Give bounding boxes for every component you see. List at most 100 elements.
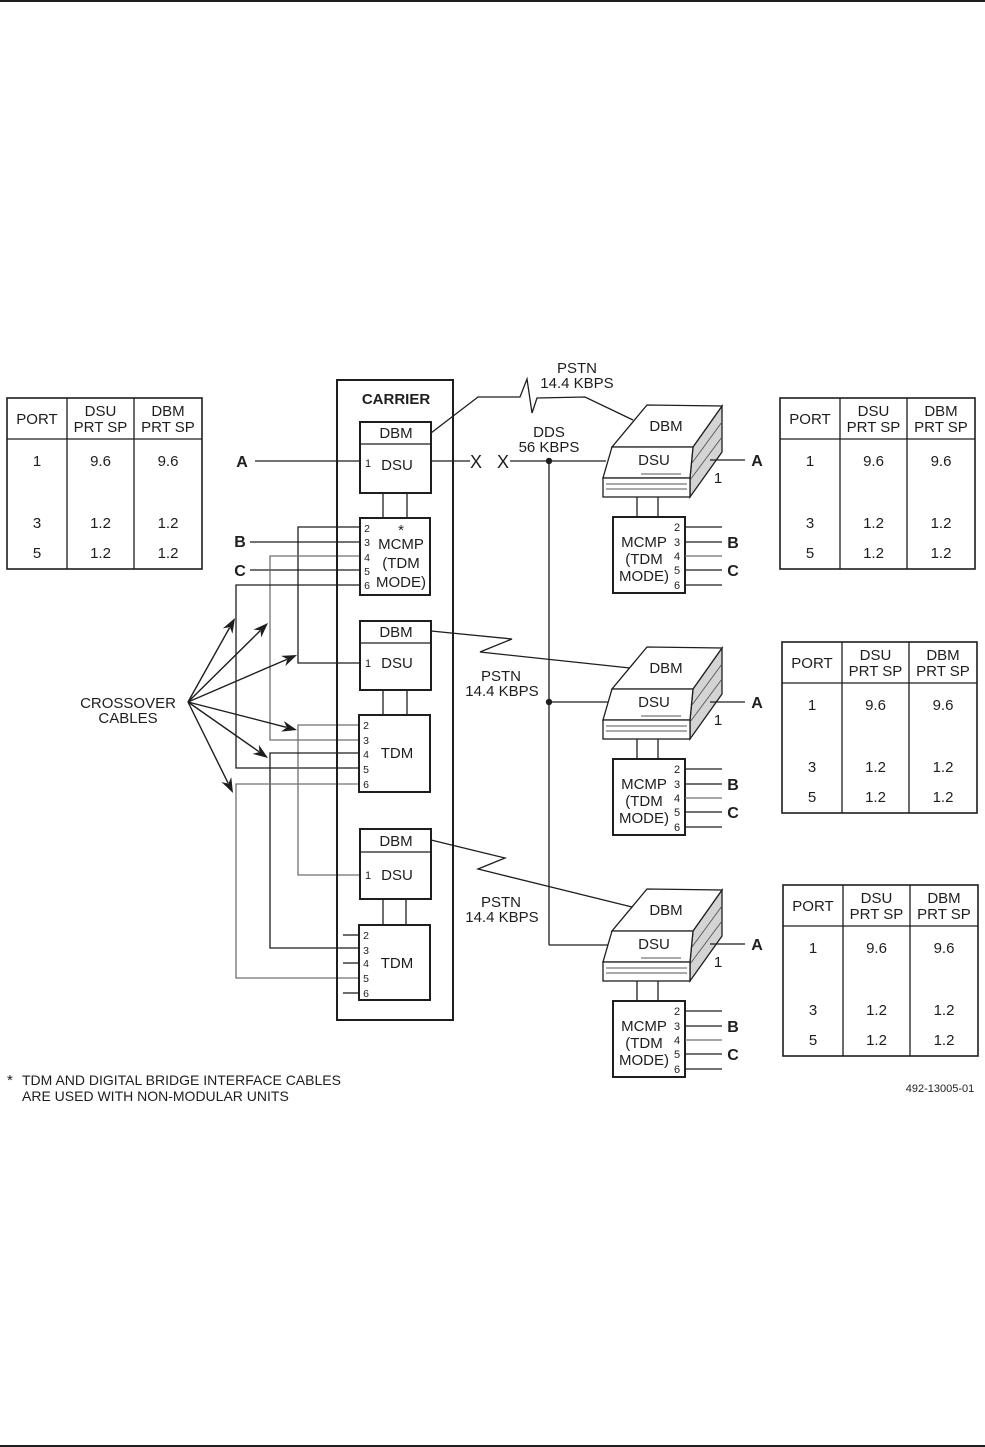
- cell-port: 5: [809, 1032, 817, 1049]
- header-dsu-sub: PRT SP: [849, 663, 903, 680]
- carrier-dbm-dsu-unit-3: DBM 1 DSU: [359, 828, 432, 900]
- unit-side-strip: [691, 421, 723, 464]
- header-dbm-sub: PRT SP: [916, 663, 970, 680]
- cell-dbm-speed: 9.6: [931, 453, 952, 470]
- cell-dbm-speed: 1.2: [158, 515, 179, 532]
- mcmp-mode-label: (TDM: [625, 793, 663, 810]
- mcmp-box: [612, 516, 686, 594]
- cell-port: 1: [33, 453, 41, 470]
- cell-port: 5: [808, 789, 816, 806]
- cell-port: 3: [33, 515, 41, 532]
- header-dsu: DSU: [861, 890, 893, 907]
- header-dsu: DSU: [85, 403, 117, 420]
- mcmp-mode-label: MODE): [376, 574, 426, 591]
- port-number: 6: [363, 988, 369, 1000]
- table-row: 3 1.2 1.2: [808, 759, 954, 776]
- dsu-label: DSU: [638, 694, 670, 711]
- cell-dbm-speed: 1.2: [934, 1002, 955, 1019]
- pstn-label: PSTN: [481, 668, 521, 685]
- port-number: 3: [364, 537, 370, 549]
- port-number: 4: [674, 793, 680, 805]
- port-number: 2: [674, 522, 680, 534]
- remote-dbm-dsu-unit: DBM DSU 1: [602, 403, 724, 500]
- cell-dsu-speed: 1.2: [863, 545, 884, 562]
- unit-base: [602, 719, 691, 740]
- footnote-line-1: TDM AND DIGITAL BRIDGE INTERFACE CABLES: [22, 1072, 341, 1088]
- header-dbm-sub: PRT SP: [914, 419, 968, 436]
- arrowhead-icon: [281, 655, 297, 666]
- pstn-link-3: PSTN 14.4 KBPS: [430, 839, 633, 926]
- unit-box: [359, 828, 432, 900]
- cell-dsu-speed: 1.2: [863, 515, 884, 532]
- cell-dsu-speed: 9.6: [863, 453, 884, 470]
- dbm-label: DBM: [379, 624, 412, 641]
- channel-c-label: C: [727, 1047, 739, 1064]
- remote-dbm-dsu-unit: DBM DSU 1: [602, 645, 724, 742]
- arrowhead-icon: [222, 618, 235, 634]
- pstn-speed-label: 14.4 KBPS: [465, 683, 538, 700]
- mcmp-label: MCMP: [378, 536, 424, 553]
- channel-b-label: B: [727, 777, 739, 794]
- port-number: 5: [674, 565, 680, 577]
- dds-label: DDS: [533, 424, 565, 441]
- carrier-tdm-module-2: TDM 2 3 4 5 6: [358, 924, 431, 1001]
- crossover-arrow-line: [187, 658, 288, 703]
- crossover-tdm1-4-to-tdm2-3: [269, 752, 359, 949]
- cell-dsu-speed: 1.2: [865, 789, 886, 806]
- port-number: 6: [363, 779, 369, 791]
- port-number: 3: [363, 735, 369, 747]
- header-dsu-sub: PRT SP: [847, 419, 901, 436]
- crossover-mcmp4-to-tdm1-3: [269, 555, 360, 741]
- unit-side-strip: [691, 663, 723, 706]
- cell-dsu-speed: 1.2: [865, 759, 886, 776]
- pstn-line: [430, 630, 631, 669]
- cell-dbm-speed: 1.2: [931, 545, 952, 562]
- cell-dbm-speed: 1.2: [933, 789, 954, 806]
- cell-port: 5: [806, 545, 814, 562]
- carrier-wiring: A B C: [234, 454, 360, 994]
- crossover-arrow-line: [187, 701, 260, 753]
- dds-link: X X DDS 56 KBPS: [431, 424, 608, 946]
- remote-site-1: DBM DSU 1 A MCMP (TDM MODE) 2 3 4 5 6 B …: [602, 403, 763, 594]
- carrier-dbm-dsu-unit-2: DBM 1 DSU: [359, 620, 432, 691]
- dsu-port-label: 1: [365, 870, 371, 882]
- port-number: 5: [674, 807, 680, 819]
- crossover-arrow-line: [187, 701, 287, 728]
- port-number: 6: [674, 1064, 680, 1076]
- mcmp-mode-label: (TDM: [382, 555, 420, 572]
- header-port: PORT: [16, 411, 57, 428]
- table-frame: [782, 884, 979, 1057]
- cell-dsu-speed: 1.2: [90, 515, 111, 532]
- table-row: 3 1.2 1.2: [809, 1002, 955, 1019]
- port-number: 2: [363, 930, 369, 942]
- port-number: 4: [674, 1035, 680, 1047]
- note-marker: *: [398, 522, 404, 539]
- pstn-speed-label: 14.4 KBPS: [540, 375, 613, 392]
- junction-dot: [545, 457, 553, 465]
- port-number: 5: [674, 1049, 680, 1061]
- table-row: 5 1.2 1.2: [806, 545, 952, 562]
- cell-port: 3: [808, 759, 816, 776]
- arrowhead-icon: [253, 623, 268, 638]
- port-number: 2: [364, 523, 370, 535]
- crossover-mcmp2-to-dsu2: [297, 526, 360, 664]
- port-number: 4: [363, 958, 369, 970]
- dsu-label: DSU: [381, 457, 413, 474]
- cell-port: 1: [806, 453, 814, 470]
- cell-dsu-speed: 1.2: [90, 545, 111, 562]
- table-row: 5 1.2 1.2: [808, 789, 954, 806]
- carrier-mcmp-module: * MCMP (TDM MODE) 2 3 4 5 6: [359, 517, 431, 596]
- remote-site-2: DBM DSU 1 A MCMP (TDM MODE) 2 3 4 5 6 B …: [602, 645, 763, 836]
- remote-sites: DBM DSU 1 A MCMP (TDM MODE) 2 3 4 5 6 B …: [602, 403, 763, 1078]
- dsu-label: DSU: [381, 867, 413, 884]
- port-speed-table-4: PORT DSU PRT SP DBM PRT SP 1 9.6 9.6 3 1…: [782, 884, 979, 1057]
- port-number: 4: [674, 551, 680, 563]
- dsu-port-label: 1: [365, 658, 371, 670]
- table-frame: [779, 397, 976, 570]
- port-number: 3: [674, 779, 680, 791]
- carrier-title: CARRIER: [362, 391, 431, 408]
- crossover-label-sub: CABLES: [98, 710, 157, 727]
- unit-base: [602, 477, 691, 498]
- dsu-label: DSU: [381, 655, 413, 672]
